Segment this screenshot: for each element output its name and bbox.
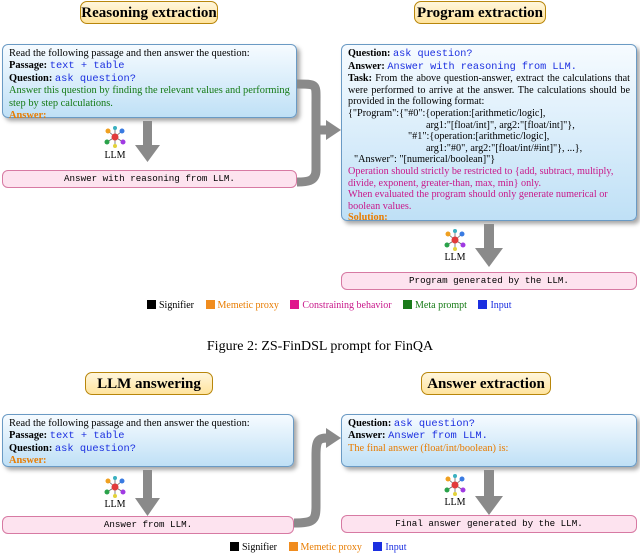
llm-answering-title: LLM answering [85, 372, 213, 395]
reasoning-extraction-title: Reasoning extraction [80, 1, 218, 24]
format-line-5: "Answer": "[numerical/boolean]"} [354, 154, 496, 166]
passage-input: text + table [49, 60, 125, 73]
meta-prompt: Answer this question by finding the rele… [9, 85, 290, 109]
passage-label: Passage: [9, 430, 48, 442]
llm-label: LLM [104, 499, 126, 510]
passage-input: text + table [49, 430, 125, 443]
answer-input: Answer from LLM. [388, 430, 488, 443]
legend-item: Input [373, 542, 406, 553]
passage-label: Passage: [9, 60, 48, 72]
format-line-1: {"Program":{"#0":{operation:[arithmetic/… [348, 107, 546, 119]
flow-arrows-fig1 [135, 79, 503, 267]
final-answer-output-box: Final answer generated by the LLM. [341, 515, 637, 533]
constraint-values: When evaluated the program should only g… [348, 189, 608, 212]
answer-memetic-proxy: Answer: [9, 455, 47, 467]
question-input: ask question? [54, 442, 136, 455]
prompt-intro: Read the following passage and then answ… [9, 418, 250, 429]
program-output-box: Program generated by the LLM. [341, 272, 637, 290]
legend-item: Memetic proxy [205, 300, 279, 311]
figure-caption: Figure 2: ZS-FinDSL prompt for FinQA [206, 339, 434, 354]
legend-fig1: Signifier Memetic proxy Constraining beh… [147, 300, 521, 311]
question-label: Question: [348, 48, 391, 59]
legend-item: Signifier [230, 542, 277, 553]
final-answer-memetic-proxy: The final answer (float/int/boolean) is: [348, 442, 509, 454]
extraction-prompt-box: Question: ask question? Answer: Answer f… [341, 414, 637, 467]
legend-item: Signifier [147, 300, 194, 311]
llm-network-icon [444, 474, 466, 496]
question-input: ask question? [393, 418, 475, 430]
legend-item: Memetic proxy [288, 542, 362, 553]
answer-extraction-title: Answer extraction [421, 372, 551, 395]
task-text: From the above question-answer, extract … [348, 73, 631, 108]
format-line-3: "#1":{operation:[arithmetic/logic], [408, 131, 550, 143]
answer-label: Answer: [348, 430, 386, 442]
llm-label: LLM [104, 150, 126, 161]
legend-item: Constraining behavior [290, 300, 392, 311]
llm-network-icon [104, 476, 126, 498]
format-line-2: arg1:"[float/int]", arg2:"[float/int]"}, [426, 119, 575, 131]
program-prompt-box: Question: ask question? Answer: Answer w… [341, 44, 637, 224]
question-input: ask question? [393, 49, 473, 60]
flow-arrows-fig2 [135, 428, 503, 528]
question-label: Question: [9, 442, 53, 454]
question-label: Question: [348, 418, 392, 429]
question-label: Question: [9, 72, 53, 84]
answer-output-box: Answer from LLM. [2, 516, 294, 534]
prompt-intro: Read the following passage and then answ… [9, 48, 250, 59]
reasoning-prompt-box: Read the following passage and then answ… [2, 44, 297, 121]
question-input: ask question? [54, 72, 136, 85]
program-extraction-title: Program extraction [414, 1, 546, 24]
answering-prompt-box: Read the following passage and then answ… [2, 414, 294, 467]
constraint-operations: Operation should strictly be restricted … [348, 165, 614, 189]
llm-network-icon [444, 229, 466, 251]
legend-fig2: Signifier Memetic proxy Input [230, 542, 415, 553]
task-label: Task: [348, 73, 372, 85]
reasoning-output-box: Answer with reasoning from LLM. [2, 170, 297, 188]
legend-item: Meta prompt [403, 300, 467, 311]
answer-label: Answer: [348, 60, 385, 72]
llm-network-icon [104, 126, 126, 148]
legend-item: Input [478, 300, 512, 311]
format-line-4: arg1:"#0", arg2:"[float/int/#int]"}, ...… [426, 142, 583, 154]
solution-memetic-proxy: Solution: [348, 212, 388, 224]
answer-input: Answer with reasoning from LLM. [387, 61, 577, 73]
answer-memetic-proxy: Answer: [9, 110, 47, 122]
llm-label: LLM [444, 497, 466, 508]
llm-label: LLM [444, 252, 466, 263]
